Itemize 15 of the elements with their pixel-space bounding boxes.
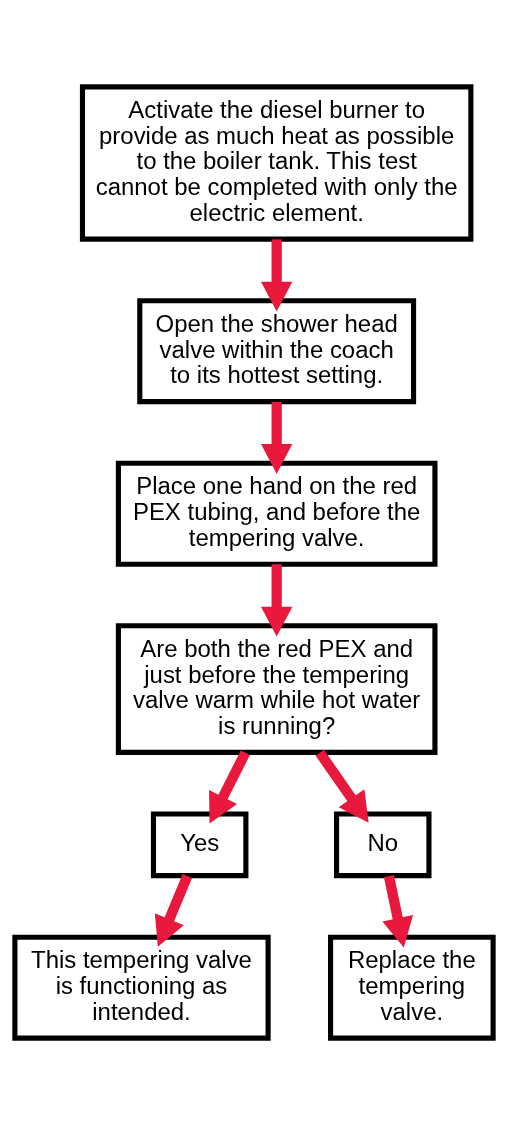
arrow bbox=[261, 238, 293, 312]
arrow bbox=[261, 563, 293, 637]
arrow bbox=[209, 749, 250, 824]
node-box: This tempering valve is functioning as intended. bbox=[12, 934, 271, 1041]
node-box: Are both the red PEX and just before the tempering valve warm while hot water is running? bbox=[115, 622, 438, 755]
node-box: Open the shower head valve within the coach to its hottest setting. bbox=[137, 297, 417, 404]
node-box: Place one hand on the red PEX tubing, and before the tempering valve. bbox=[115, 460, 438, 567]
arrow bbox=[382, 874, 414, 947]
arrow bbox=[154, 873, 193, 947]
node-box: No bbox=[334, 810, 432, 878]
node-box: Activate the diesel burner to provide as much heat as possible to the boiler tank. This test cannot be completed with only the electric element. bbox=[79, 83, 474, 242]
node-box: Yes bbox=[150, 810, 249, 878]
arrow bbox=[315, 749, 369, 823]
node-box: Replace the tempering valve. bbox=[328, 934, 496, 1041]
arrow bbox=[261, 401, 293, 474]
